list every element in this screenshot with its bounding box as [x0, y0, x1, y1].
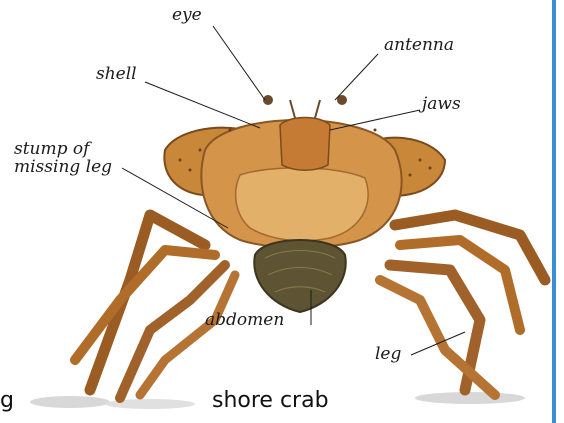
- label-abdomen: abdomen: [205, 311, 284, 330]
- leader-jaws: [330, 110, 420, 130]
- figure-caption: shore crab: [212, 388, 329, 413]
- label-antenna: antenna: [384, 36, 454, 55]
- antennae: [290, 100, 320, 118]
- label-shell: shell: [96, 65, 137, 84]
- legs-right: [380, 215, 545, 395]
- leader-eye: [213, 26, 265, 100]
- shadow-left: [30, 396, 110, 408]
- label-leg: leg: [375, 345, 401, 364]
- shadow-right: [415, 392, 525, 404]
- label-jaws: jaws: [422, 95, 461, 114]
- label-eye: eye: [172, 6, 202, 25]
- label-stump-line2: missing leg: [14, 158, 112, 177]
- leader-antenna: [335, 54, 378, 100]
- leg-left-4: [140, 275, 235, 395]
- label-stump-line1: stump of: [14, 140, 89, 159]
- cut-caption-fragment: g: [0, 388, 14, 413]
- jaws: [280, 118, 330, 171]
- legs-left: [75, 215, 235, 398]
- leader-shell: [145, 82, 260, 128]
- sternum: [236, 168, 368, 241]
- right-accent-rule: [552, 0, 556, 423]
